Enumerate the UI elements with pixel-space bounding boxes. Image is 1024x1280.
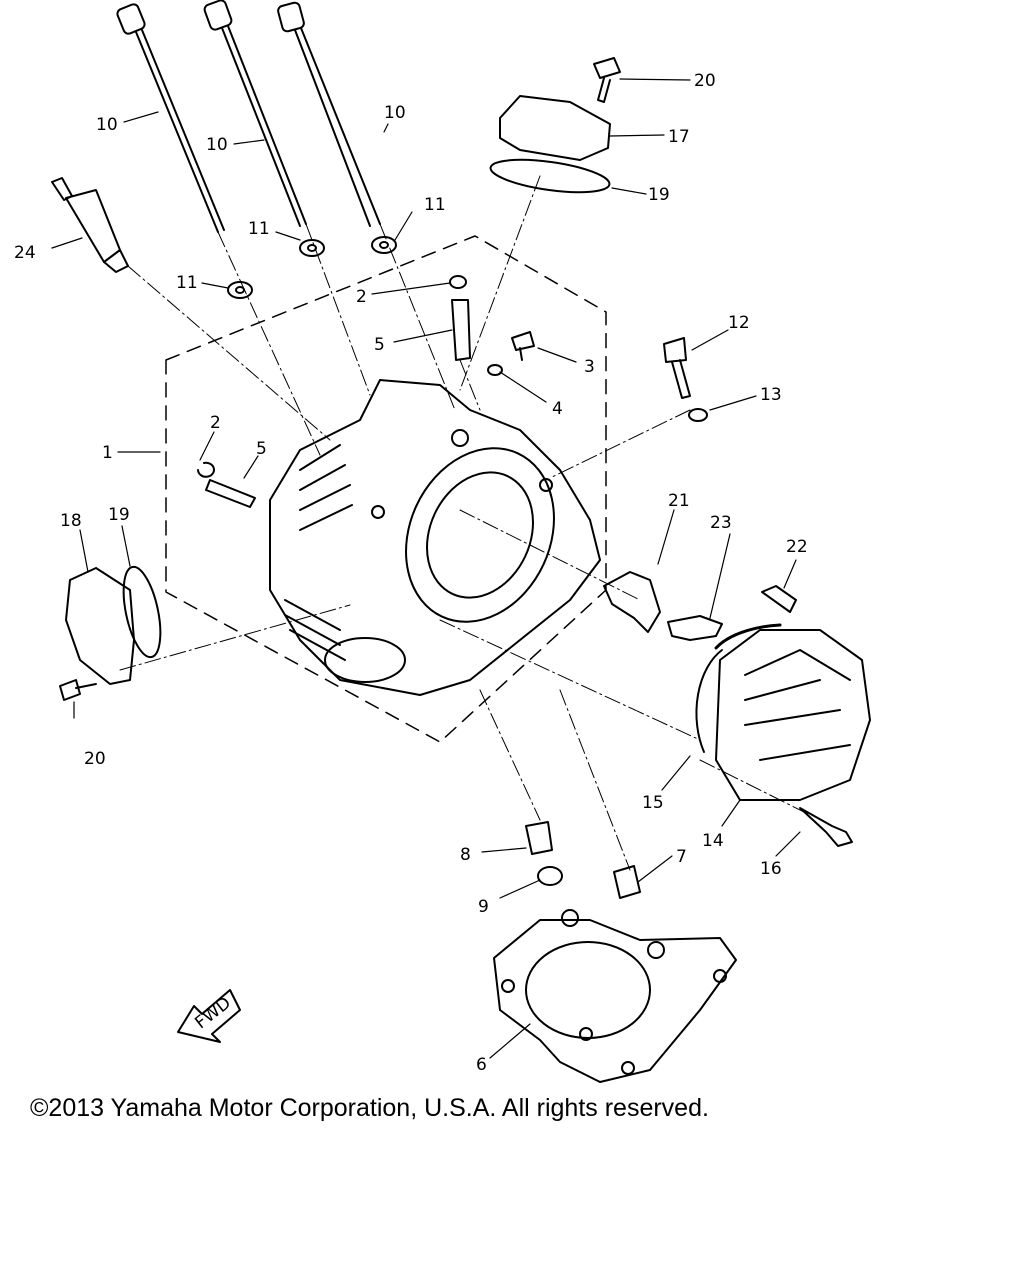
bolt-20-top [593,57,621,103]
callout-3: 3 [584,357,595,377]
o-ring-19-side [122,565,162,659]
pushrod-3 [277,1,381,227]
rocker-cover-14 [715,629,871,801]
pushrod-2 [203,0,307,227]
callout-2b: 2 [210,413,221,433]
callout-13: 13 [760,385,782,405]
cylinder-head [269,379,601,696]
bolt-16 [799,807,853,847]
bolt-22 [761,585,797,613]
callout-19a: 19 [648,185,670,205]
washer-4 [487,364,503,376]
washer-9 [537,866,563,886]
fwd-arrow-icon [177,989,241,1043]
callout-7: 7 [676,847,687,867]
bolt-20-side [59,679,97,701]
callout-24: 24 [14,243,36,263]
callout-6: 6 [476,1055,487,1075]
spark-plug [51,177,129,273]
callout-22: 22 [786,537,808,557]
clip-2-lower [197,461,215,478]
callout-18: 18 [60,511,82,531]
bolt-12 [663,337,691,399]
callout-10c: 10 [384,103,406,123]
gasket-15-arc [714,623,782,650]
callout-12: 12 [728,313,750,333]
side-cover-18 [65,567,135,685]
callout-5b: 5 [256,439,267,459]
pushrod-1 [116,3,225,233]
valve-cover-17 [499,95,611,161]
washer-11b [299,239,325,257]
washer-11a [227,281,253,299]
callout-10b: 10 [206,135,228,155]
head-gasket-6 [493,909,737,1083]
callout-9: 9 [478,897,489,917]
callout-20b: 20 [84,749,106,769]
bracket-21 [603,571,661,633]
callout-5a: 5 [374,335,385,355]
bracket-23 [667,615,723,641]
dowel-8 [525,821,553,855]
copyright-notice: ©2013 Yamaha Motor Corporation, U.S.A. A… [30,1094,709,1122]
callout-20a: 20 [694,71,716,91]
dowel-7 [613,865,641,899]
callout-11a: 11 [176,273,198,293]
callout-2a: 2 [356,287,367,307]
washer-11c [371,236,397,254]
callout-11c: 11 [424,195,446,215]
callout-14: 14 [702,831,724,851]
callout-16: 16 [760,859,782,879]
callout-21: 21 [668,491,690,511]
washer-13 [688,408,708,422]
callout-11b: 11 [248,219,270,239]
gasket-15 [695,649,723,753]
callout-15: 15 [642,793,664,813]
callout-19b: 19 [108,505,130,525]
bolt-3 [511,331,535,361]
callout-23: 23 [710,513,732,533]
fwd-label: FWD [191,993,235,1033]
valve-guide-5-upper [451,299,471,361]
callout-10a: 10 [96,115,118,135]
clip-2-upper [449,275,467,289]
valve-guide-5-lower [205,479,256,508]
callout-labels: 10 10 10 24 11 11 11 2 5 3 4 20 17 19 12… [14,71,808,1075]
callout-4: 4 [552,399,563,419]
callout-1: 1 [102,443,113,463]
callout-8: 8 [460,845,471,865]
callout-17: 17 [668,127,690,147]
o-ring-19-top [489,158,611,194]
